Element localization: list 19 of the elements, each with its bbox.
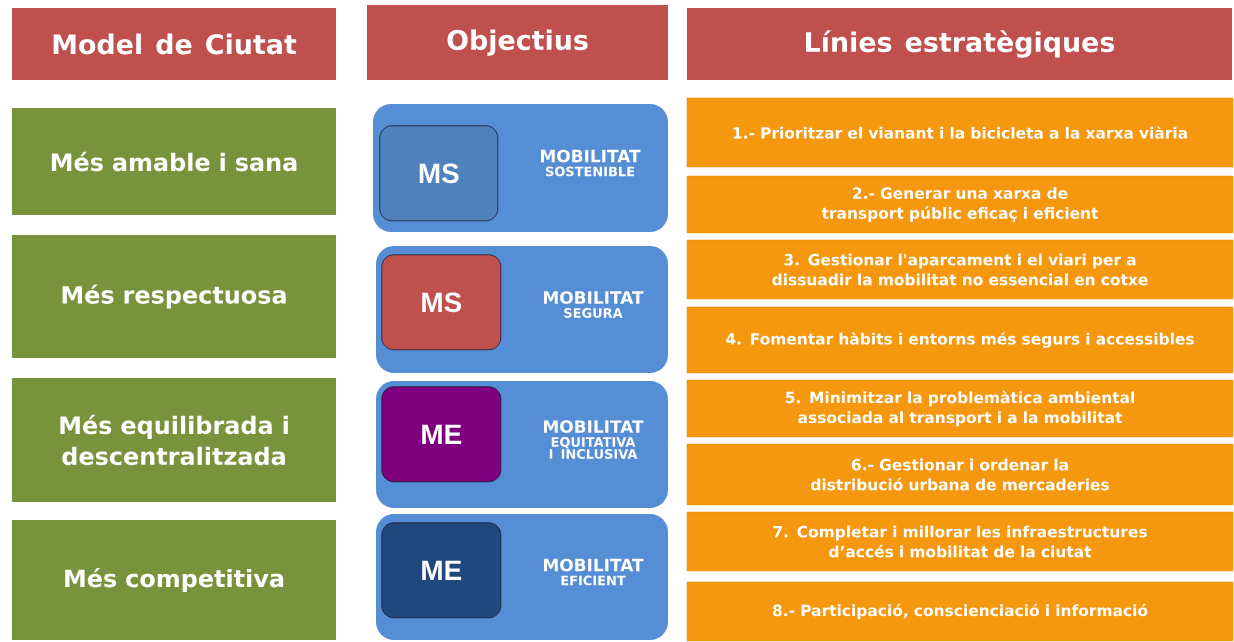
city-model-box: Més competitiva [12,520,336,640]
column-header: Model de Ciutat [12,8,336,80]
strategic-line-box: 1.- Prioritzar el vianant i la bicicleta a la xarxa viària [686,97,1234,168]
city-model-box: Més equilibrada i descentralitzada [12,378,336,502]
objective-code-box: ME [381,386,502,483]
city-model-box: Més amable i sana [12,108,336,215]
strategic-line-box: 4. Fomentar hàbits i entorns més segurs i accessibles [686,306,1234,374]
objective-code-box: MS [381,254,502,351]
objective-code-box: ME [381,522,502,619]
strategic-line-box: 3. Gestionar l'aparcament i el viari per a dissuadir la mobilitat no essencial en cotxe [686,239,1234,300]
strategic-line-box: 6.- Gestionar i ordenar la distribució urbana de mercaderies [686,443,1234,506]
column-header: Línies estratègiques [687,8,1232,80]
strategic-line-box: 7. Completar i millorar les infraestructures d’accés i mobilitat de la ciutat [686,511,1234,572]
strategic-line-box: 5. Minimitzar la problemàtica ambiental associada al transport i a la mobilitat [686,379,1234,438]
objective-code-box: MS [379,125,499,222]
city-model-box: Més respectuosa [12,235,336,358]
strategic-line-box: 8.- Participació, conscienciació i informació [686,581,1234,642]
strategic-line-box: 2.- Generar una xarxa de transport públic eficaç i eficient [686,175,1234,234]
column-header: Objectius [367,5,668,80]
